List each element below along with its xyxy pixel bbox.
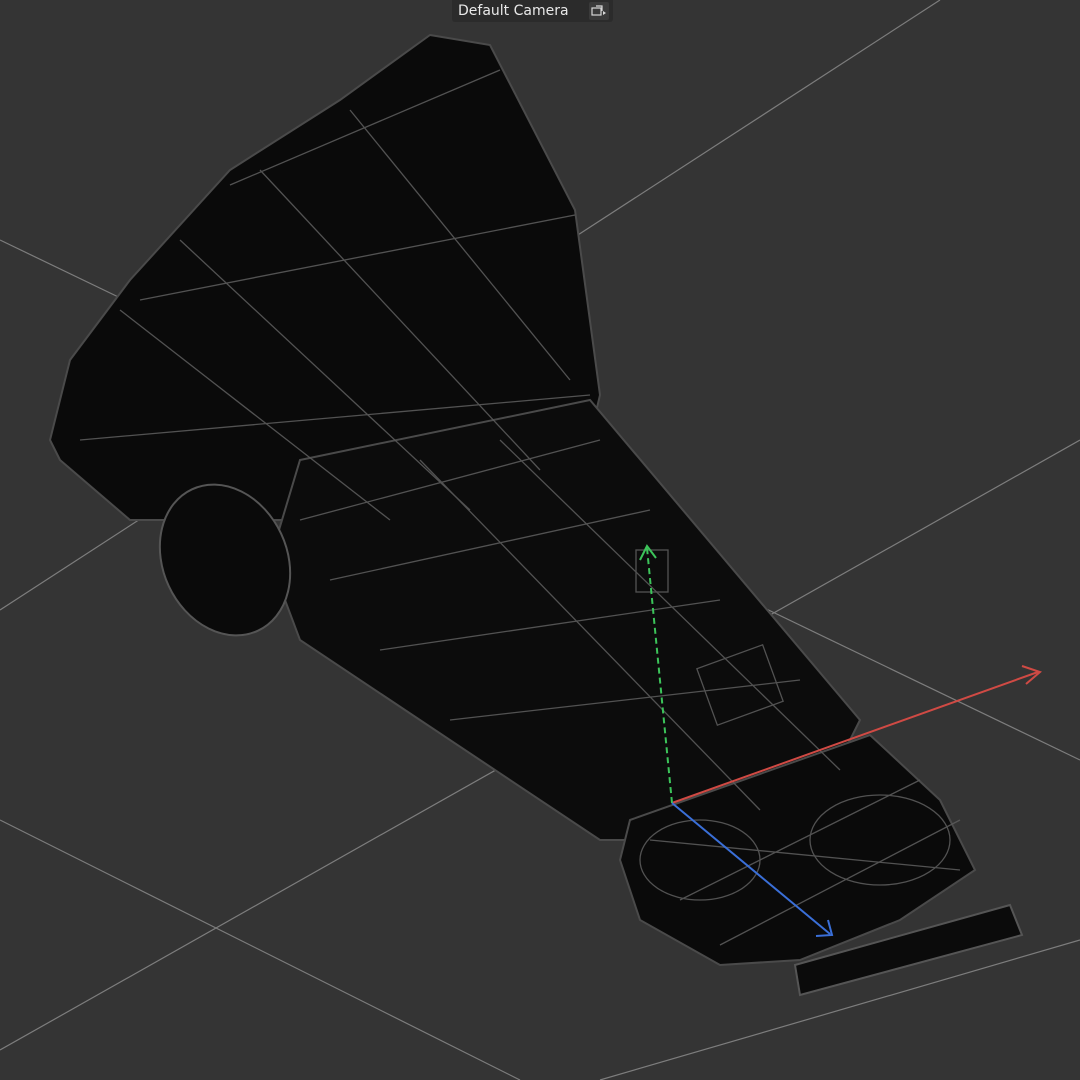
gizmo-y-axis[interactable] — [646, 547, 673, 804]
rear-wheels[interactable] — [618, 733, 977, 967]
camera-switch-icon[interactable] — [588, 2, 609, 20]
gizmo-z-axis[interactable] — [671, 802, 831, 935]
wireframe-detail — [79, 69, 961, 946]
camera-label[interactable]: Default Camera — [458, 3, 569, 19]
camera-menu[interactable]: Default Camera — [452, 0, 613, 22]
gizmo-x-axis[interactable] — [671, 671, 1039, 804]
front-wheel[interactable] — [136, 463, 314, 657]
gizmo-z-arrow-icon — [815, 919, 834, 937]
rear-bumper[interactable] — [793, 903, 1024, 997]
truck-model[interactable] — [48, 33, 1024, 997]
gizmo-y-arrow-icon — [639, 544, 657, 561]
transform-gizmo[interactable] — [639, 544, 1042, 937]
truck-cab[interactable] — [48, 33, 602, 521]
gizmo-x-arrow-icon — [1021, 665, 1042, 685]
